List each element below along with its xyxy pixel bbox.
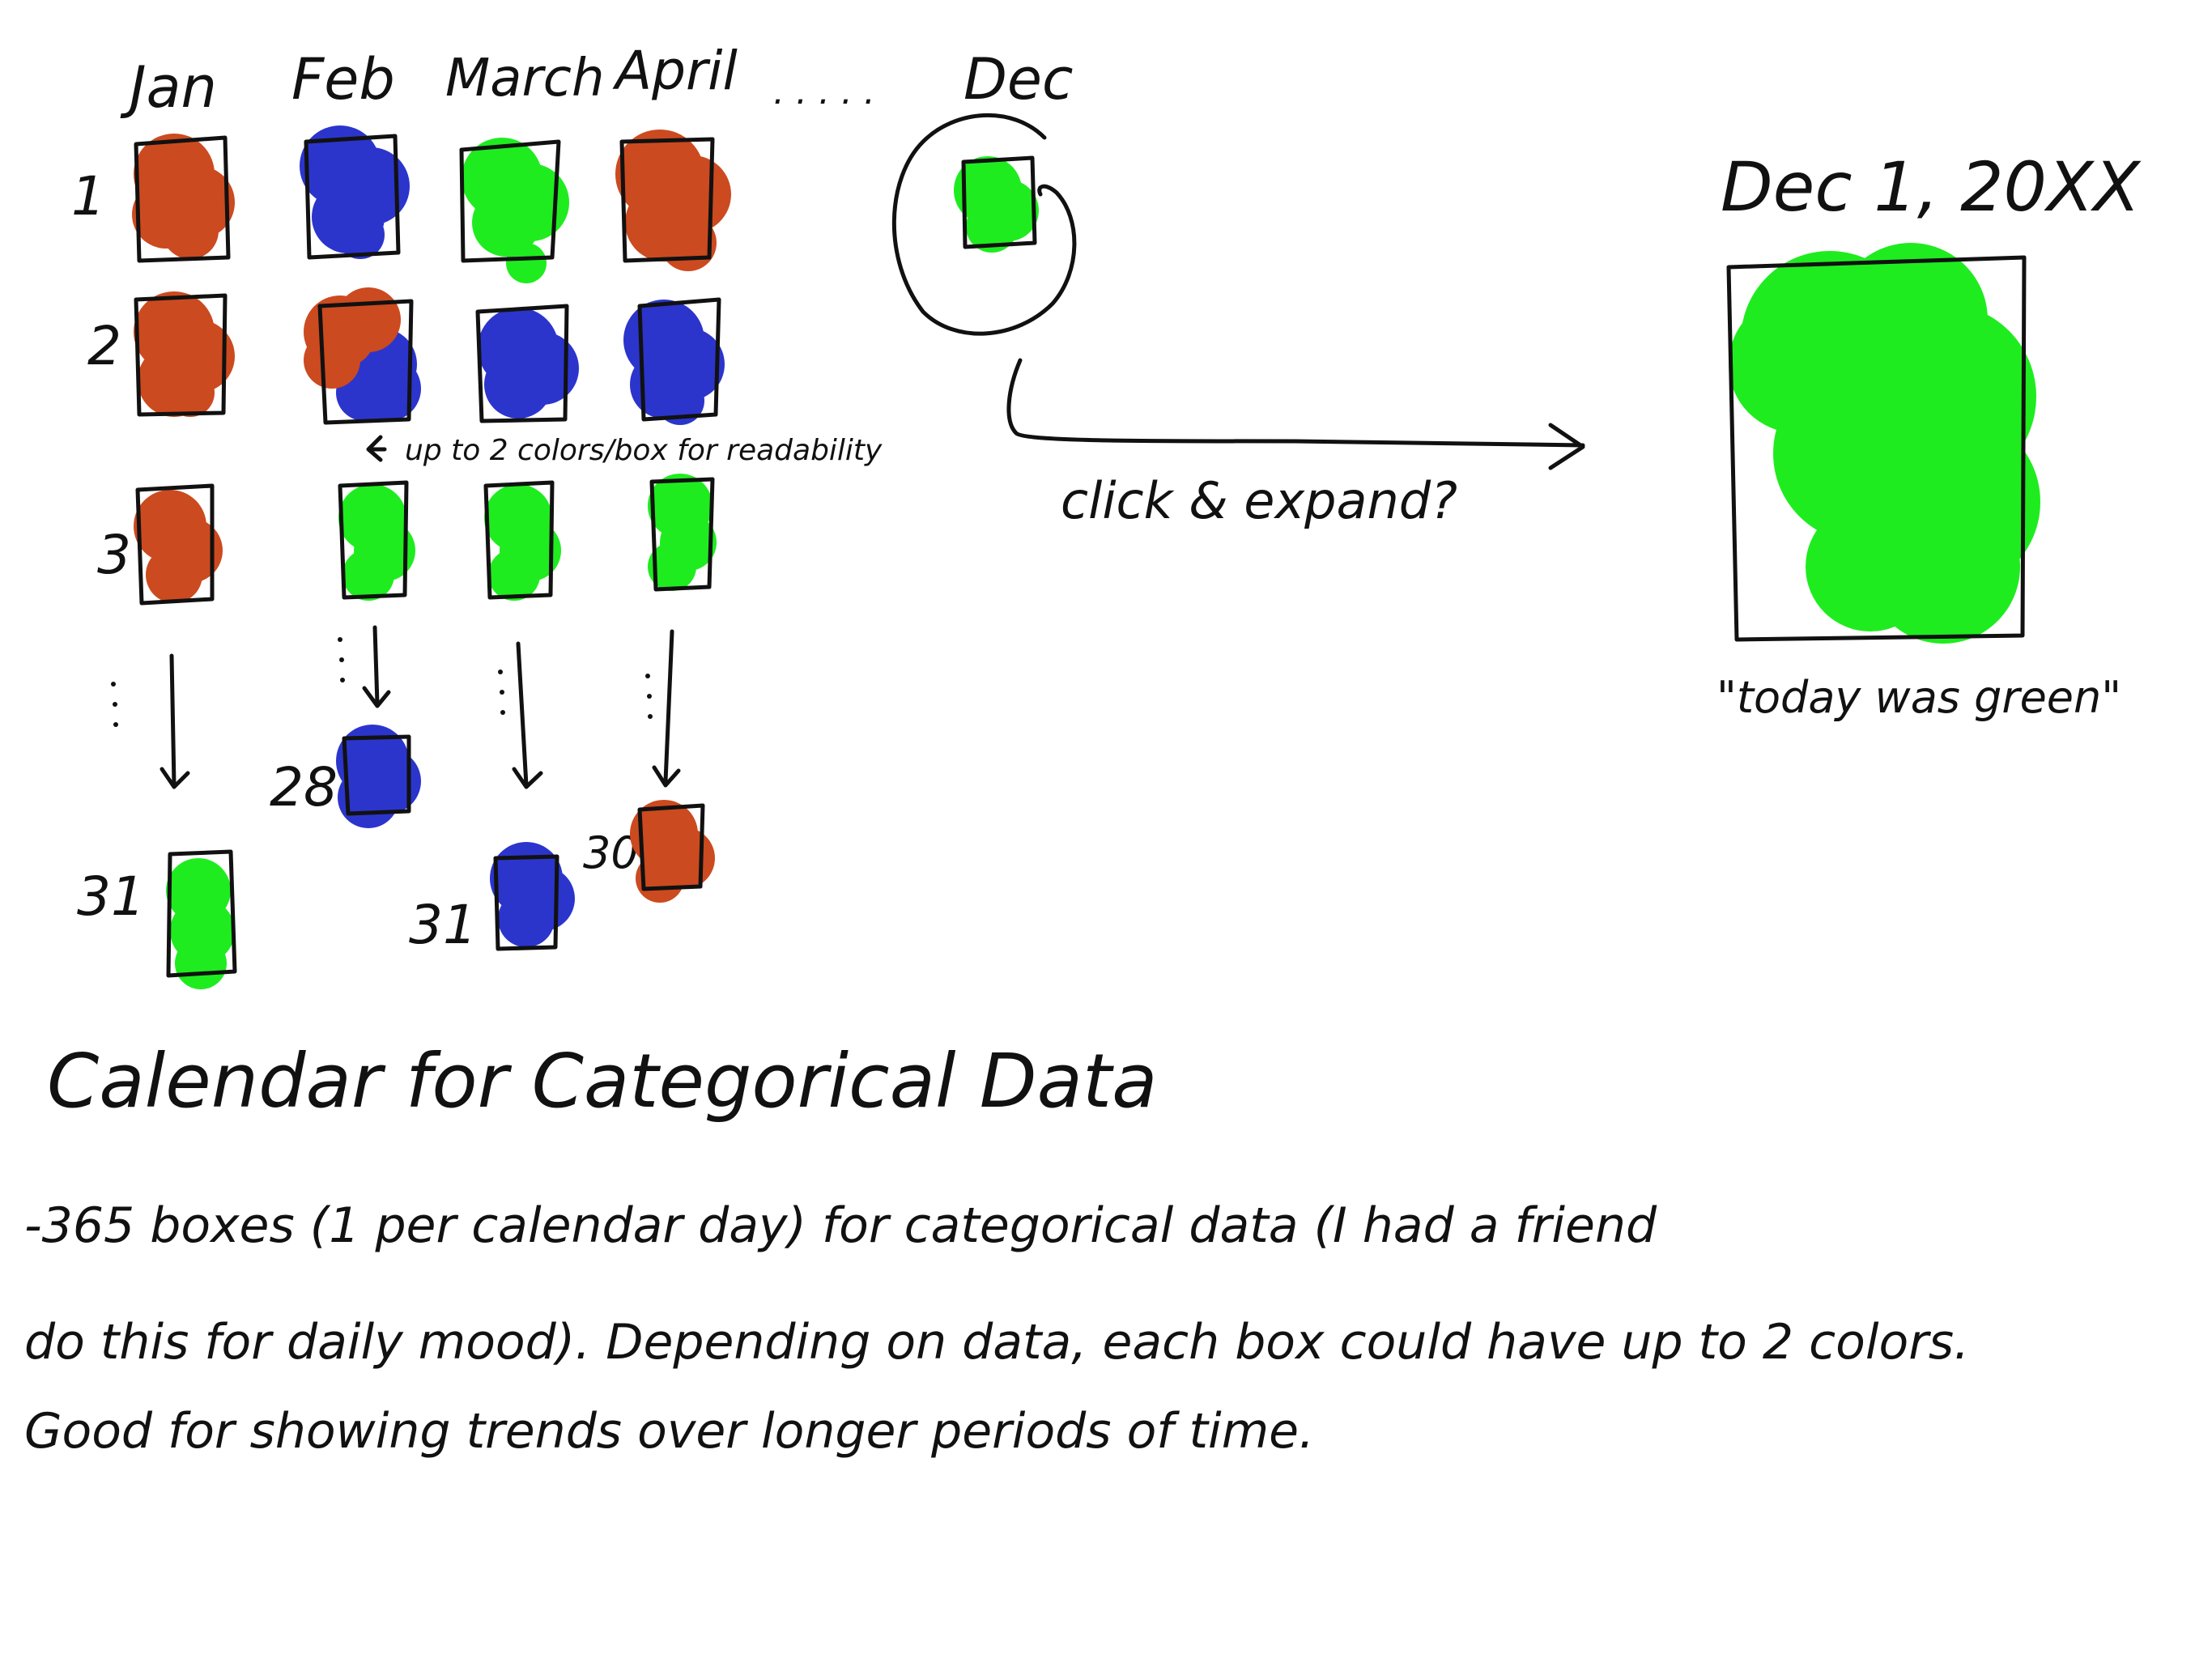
month-label-april: April <box>612 40 738 102</box>
description-line-3: Good for showing trends over longer peri… <box>24 1403 1315 1460</box>
color-blob-orange <box>134 490 223 603</box>
day-label-row-2: 2 <box>87 315 121 377</box>
day-label-jan-31: 31 <box>77 865 145 928</box>
color-blob-blue <box>490 842 575 947</box>
day-box-dec-1[interactable] <box>954 155 1039 253</box>
color-blob-blue <box>478 308 579 419</box>
expand-arrow <box>1006 358 1585 470</box>
day-box-april-3[interactable] <box>648 474 717 592</box>
day-box-jan-1[interactable] <box>132 134 235 263</box>
day-label-row-1: 1 <box>71 165 105 227</box>
description-line-1: -365 boxes (1 per calendar day) for cate… <box>24 1197 1657 1254</box>
expanded-day-box <box>1726 243 2040 644</box>
day-box-march-2[interactable] <box>475 304 579 423</box>
day-box-feb-3[interactable] <box>338 480 415 601</box>
month-label-jan: Jan <box>120 54 217 121</box>
color-blob-orange <box>134 291 235 417</box>
day-box-feb-1[interactable] <box>300 125 410 260</box>
description-line-2: do this for daily mood). Depending on da… <box>24 1314 1970 1371</box>
day-label-feb-28: 28 <box>270 756 338 818</box>
day-box-feb-28[interactable] <box>336 725 421 828</box>
day-label-april-30: 30 <box>583 827 639 878</box>
highlight-circle <box>891 113 1077 336</box>
month-label-feb: Feb <box>291 46 395 113</box>
color-blob-green <box>462 138 569 283</box>
month-label-dec: Dec <box>963 46 1073 113</box>
day-box-march-3[interactable] <box>483 480 561 601</box>
annotation-text: up to 2 colors/box for readability <box>405 434 883 467</box>
color-blob-green <box>338 484 415 601</box>
color-blob-blue <box>336 725 421 828</box>
day-box-jan-3[interactable] <box>134 483 223 606</box>
color-blob-green <box>954 156 1039 253</box>
continuation-arrows <box>111 625 681 789</box>
expand-hint: click & expand? <box>1061 471 1457 530</box>
day-box-feb-2[interactable] <box>304 287 421 425</box>
color-blob-orange <box>132 134 235 259</box>
day-box-april-2[interactable] <box>623 297 725 425</box>
expanded-date: Dec 1, 20XX <box>1721 147 2142 227</box>
color-blob-green <box>648 474 717 591</box>
day-label-march-31: 31 <box>409 894 477 956</box>
color-blob-green <box>484 484 561 601</box>
day-box-march-1[interactable] <box>459 138 569 283</box>
color-blob-blue <box>300 125 410 259</box>
color-blob-green <box>1729 243 2040 644</box>
day-box-jan-31[interactable] <box>166 849 237 989</box>
month-ellipsis: . . . . . <box>773 71 875 113</box>
color-blob-blue <box>623 300 725 425</box>
sketch-title: Calendar for Categorical Data <box>47 1038 1158 1124</box>
month-label-march: March <box>445 49 605 108</box>
day-box-jan-2[interactable] <box>134 291 235 417</box>
day-box-april-1[interactable] <box>615 130 731 271</box>
color-blob-green <box>166 858 235 989</box>
day-box-april-30[interactable] <box>630 800 715 903</box>
day-label-row-3: 3 <box>97 524 131 586</box>
day-box-march-31[interactable] <box>490 842 575 951</box>
expanded-caption: "today was green" <box>1716 672 2121 723</box>
annotation-arrow <box>366 435 387 462</box>
